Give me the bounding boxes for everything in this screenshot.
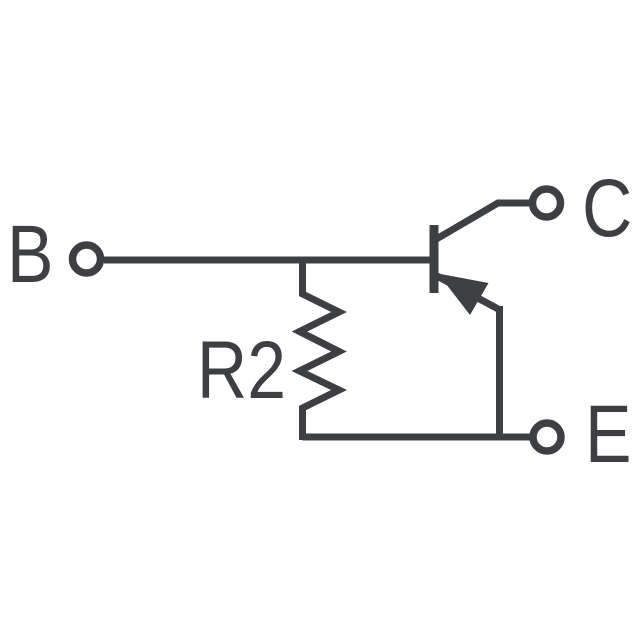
pnp-arrow-icon: [438, 273, 489, 315]
collector-terminal-circle: [528, 185, 565, 221]
base-label: B: [7, 209, 53, 301]
collector-label: C: [582, 163, 632, 255]
collector-wire: [431, 199, 532, 245]
emitter-terminal-circle: [529, 419, 565, 455]
resistor-label: R2: [197, 325, 286, 417]
resistor-zigzag: [291, 257, 347, 440]
base-terminal-circle: [68, 241, 105, 277]
emitter-label: E: [585, 389, 631, 481]
